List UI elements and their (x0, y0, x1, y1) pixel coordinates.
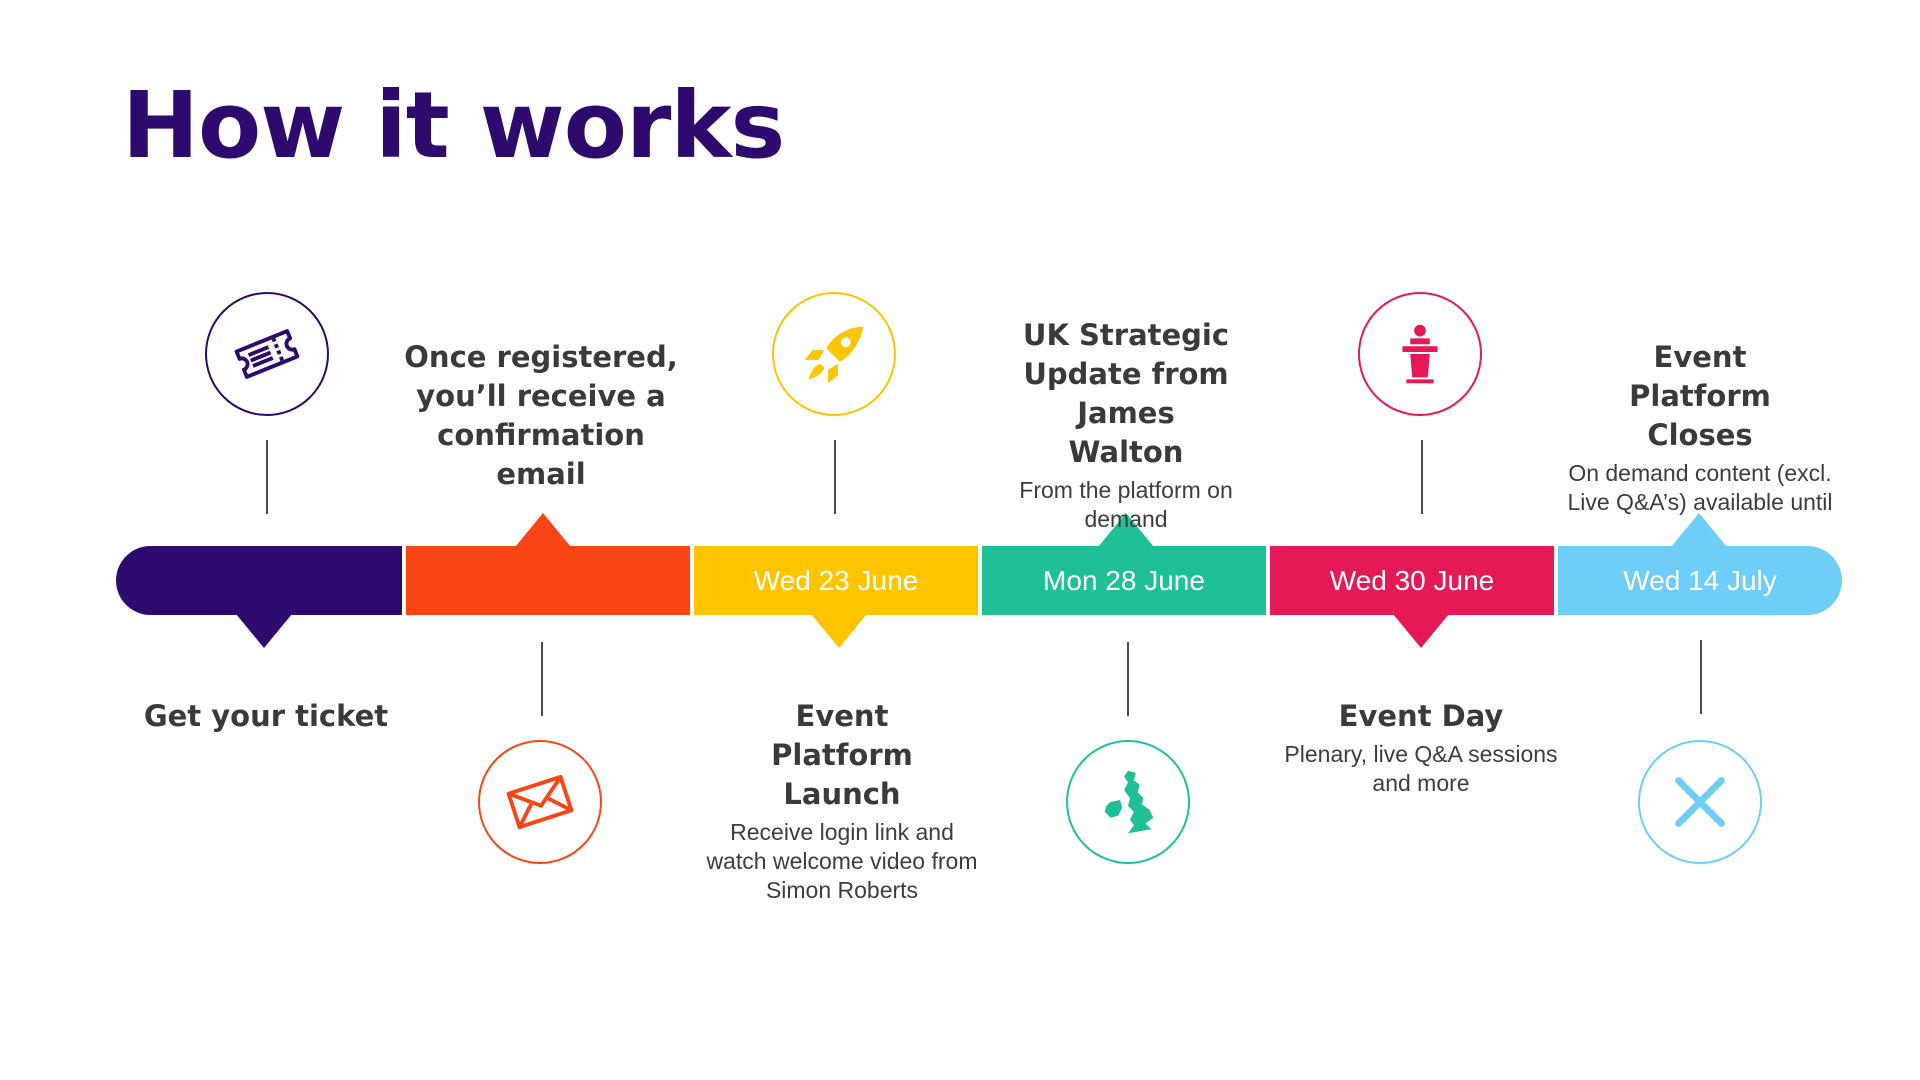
uk-map-circle (1066, 740, 1190, 864)
step-5-heading: Event Day (1338, 699, 1504, 733)
step-6-heading: Event Platform Closes (1629, 340, 1771, 452)
pointer-5 (1393, 614, 1449, 648)
uk-map-icon (1104, 770, 1154, 834)
step-2-heading: Once registered, you’ll receive a confir… (404, 340, 678, 491)
date-label-5: Wed 30 June (1329, 564, 1495, 596)
rocket-circle (772, 292, 896, 416)
pointer-2 (515, 513, 571, 547)
step-5-text: Event Day Plenary, live Q&A sessions and… (1270, 697, 1572, 798)
step-4-text: UK Strategic Update from James Walton Fr… (986, 316, 1266, 534)
pointer-4 (1098, 513, 1154, 547)
pointer-3 (811, 614, 867, 648)
envelope-icon (506, 774, 574, 830)
timeline-segment-6: Wed 14 July (1558, 546, 1842, 615)
step-1-text: Get your ticket (126, 697, 406, 736)
timeline-segment-5: Wed 30 June (1270, 546, 1554, 615)
step-3-heading: Event Platform Launch (771, 699, 913, 811)
ticket-circle (205, 292, 329, 416)
pointer-1 (236, 614, 292, 648)
timeline-segment-3: Wed 23 June (694, 546, 978, 615)
pointer-6 (1671, 513, 1727, 547)
step-6-detail: On demand content (excl. Live Q&A’s) ava… (1567, 460, 1833, 515)
podium-icon (1402, 324, 1438, 384)
envelope-circle (478, 740, 602, 864)
step-5-detail: Plenary, live Q&A sessions and more (1284, 741, 1558, 796)
step-4-detail: From the platform on demand (1019, 477, 1233, 532)
connector-line-6 (1700, 640, 1702, 714)
page-title: How it works (122, 72, 785, 179)
connector-line-4 (1127, 642, 1129, 716)
step-3-text: Event Platform Launch Receive login link… (700, 697, 984, 905)
step-6-text: Event Platform Closes On demand content … (1540, 338, 1860, 517)
timeline-segment-1 (116, 546, 402, 615)
timeline-segment-4: Mon 28 June (982, 546, 1266, 615)
rocket-icon (804, 326, 864, 384)
timeline-segment-2 (406, 546, 690, 615)
connector-line-2 (541, 642, 543, 716)
date-label-6: Wed 14 July (1623, 564, 1777, 596)
step-3-detail: Receive login link and watch welcome vid… (706, 819, 978, 903)
close-circle (1638, 740, 1762, 864)
connector-line-1 (266, 440, 268, 514)
step-2-text: Once registered, you’ll receive a confir… (394, 338, 688, 494)
date-label-4: Mon 28 June (1043, 564, 1205, 596)
podium-circle (1358, 292, 1482, 416)
date-label-3: Wed 23 June (753, 564, 919, 596)
close-x-icon (1675, 777, 1725, 827)
step-1-heading: Get your ticket (143, 699, 389, 733)
ticket-icon (234, 329, 300, 379)
connector-line-5 (1421, 440, 1423, 514)
step-4-heading: UK Strategic Update from James Walton (1022, 318, 1230, 469)
connector-line-3 (834, 440, 836, 514)
